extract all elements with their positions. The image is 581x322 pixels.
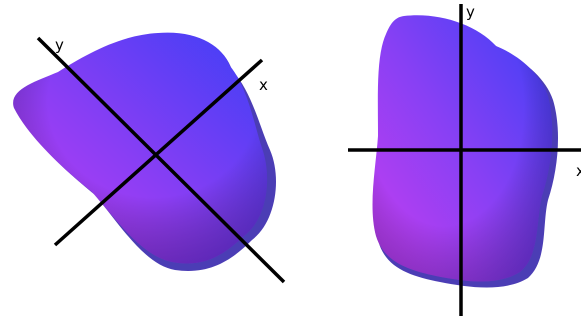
left-panel: y x — [13, 32, 286, 284]
left-y-label: y — [55, 36, 64, 54]
right-x-label: x — [576, 162, 581, 180]
left-x-axis — [53, 58, 264, 247]
left-blob-shading — [13, 32, 268, 264]
left-y-axis — [36, 36, 286, 284]
left-x-label: x — [259, 76, 268, 94]
right-panel: y x — [348, 3, 581, 316]
right-y-label: y — [466, 3, 475, 21]
